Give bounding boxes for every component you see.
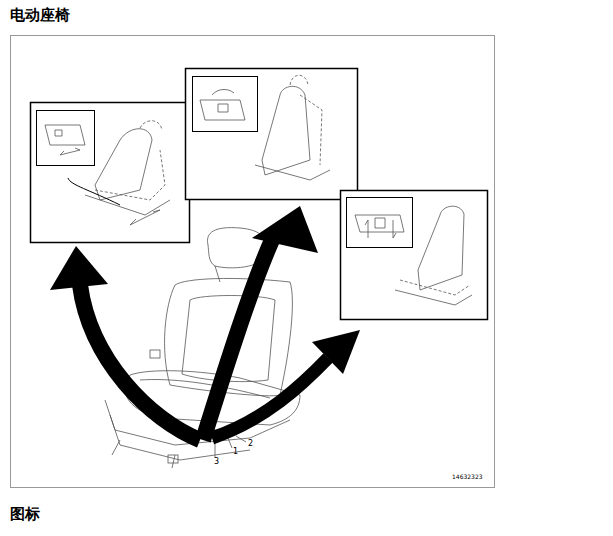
inset-height [341, 191, 488, 320]
callout-number: 3 [214, 457, 219, 466]
callout-number: 1 [233, 447, 238, 456]
section-heading: 图标 [10, 505, 40, 524]
inset-recline [186, 69, 358, 200]
figure-code: 14632323 [452, 473, 483, 480]
figure-frame [11, 36, 495, 488]
callout-number: 2 [248, 439, 253, 448]
figure-title: 电动座椅 [10, 6, 70, 25]
main-seat [105, 228, 300, 468]
inset-fore-aft [31, 103, 190, 243]
